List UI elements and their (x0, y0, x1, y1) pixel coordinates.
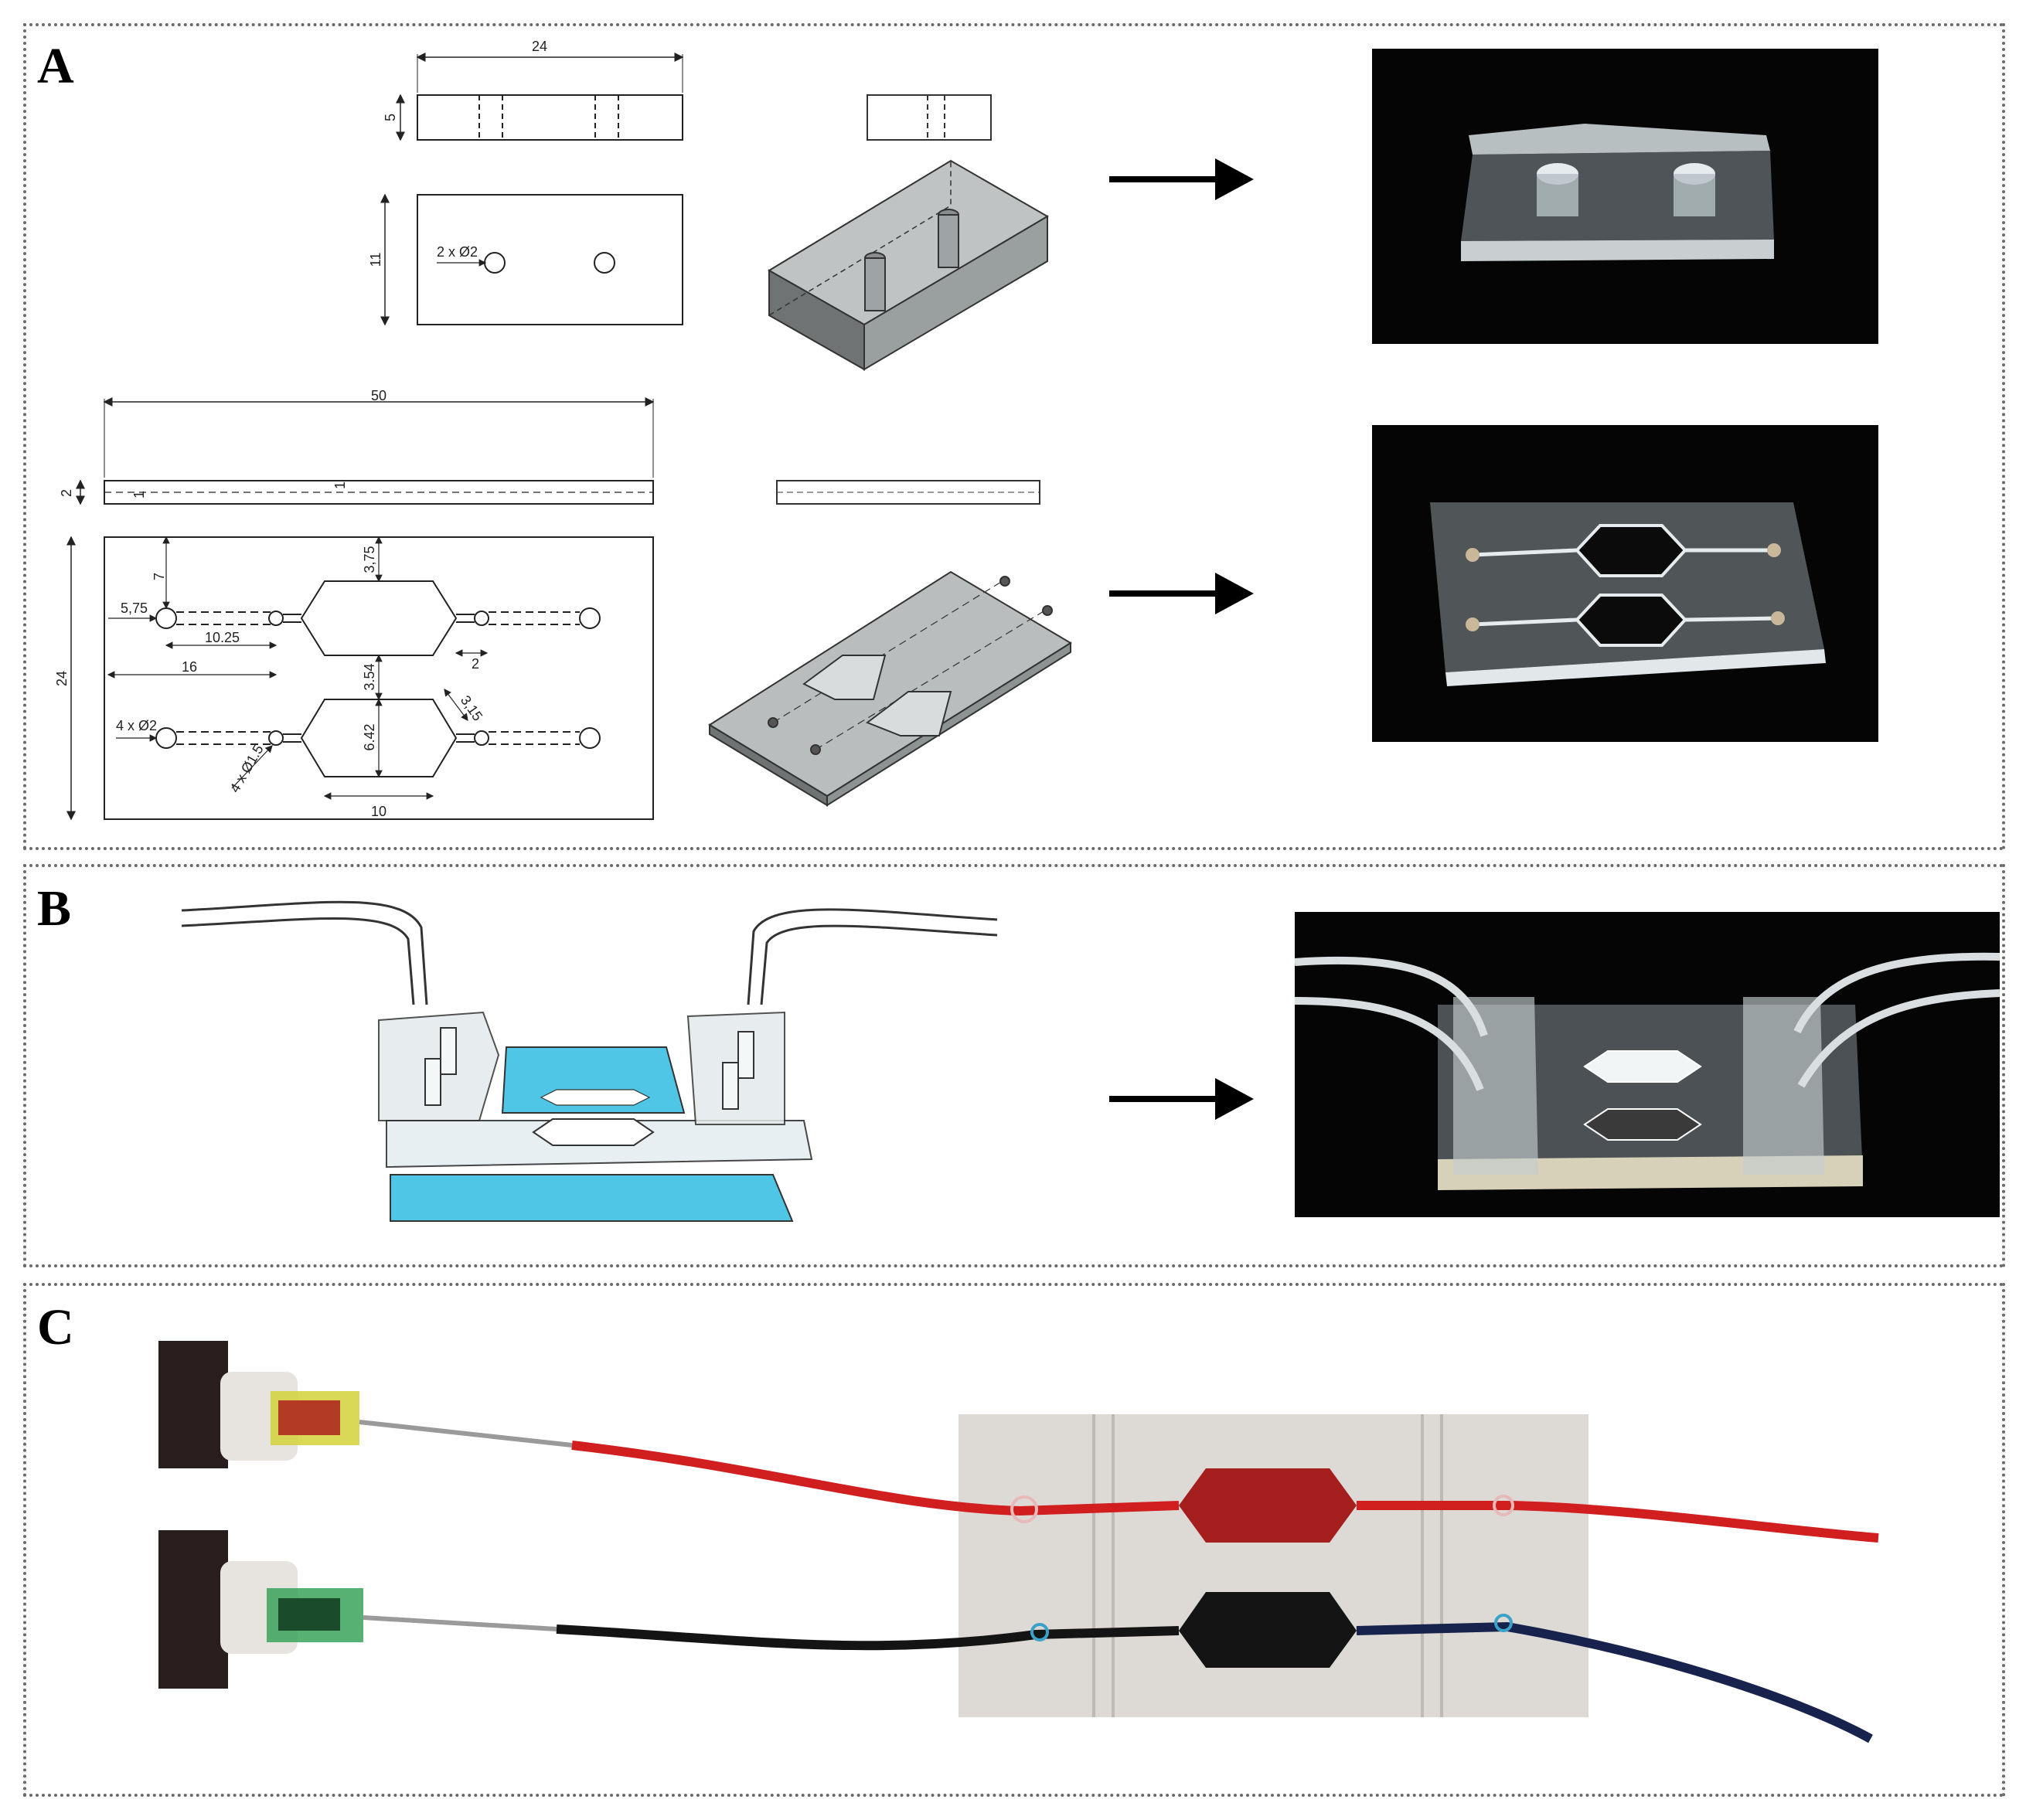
chip-3d-model (708, 480, 1072, 807)
dim-chamber-length: 10 (371, 804, 386, 819)
dim-channel-depth-2: 1 (332, 481, 348, 489)
chamber-outline-top (300, 580, 458, 656)
chip-drawing (66, 397, 655, 821)
connector-photo (1372, 49, 1878, 344)
panel-c-label: C (37, 1299, 74, 1356)
assembled-device-photo (1294, 912, 2000, 1217)
chamber-outline-bottom (300, 699, 458, 777)
dim-chip-length: 50 (371, 388, 386, 403)
dim-neck: 2 (472, 656, 479, 672)
assembly-exploded-view (181, 900, 998, 1222)
arrow-right-icon (1109, 1078, 1254, 1120)
dim-offset-16: 16 (182, 659, 197, 675)
arrow-right-icon (1109, 573, 1254, 614)
bottom-membrane (390, 1174, 794, 1222)
connector-top-view (417, 194, 683, 325)
dim-chamber-spacing: 3.54 (362, 663, 377, 690)
dim-inlet-holes: 4 x Ø2 (116, 718, 157, 733)
dim-channel-holes: 4 x Ø1.5 (226, 742, 266, 795)
chip-photo (1372, 425, 1878, 742)
dim-chamber-gap: 3,75 (362, 546, 377, 573)
connector-side-view (417, 94, 683, 141)
arrow-right-icon (1109, 158, 1254, 200)
panel-a-label: A (37, 38, 74, 94)
dim-connector-width: 24 (532, 39, 547, 54)
perfusion-photo (158, 1341, 1879, 1743)
black-chamber (1179, 1592, 1357, 1668)
dim-chip-thickness: 2 (59, 489, 74, 497)
dim-offset-575: 5,75 (121, 600, 148, 616)
panel-c (23, 1283, 2005, 1797)
dim-offset-1025: 10.25 (205, 630, 240, 645)
panel-b-label: B (37, 880, 72, 937)
dim-connector-holes: 2 x Ø2 (437, 244, 478, 260)
connector-3d-model (768, 94, 1049, 371)
dim-connector-depth: 11 (368, 253, 383, 267)
dim-channel-depth: 1 (131, 491, 147, 498)
dim-chamber-height: 6.42 (362, 723, 377, 750)
dim-chamber-side: 3,15 (458, 692, 485, 723)
red-chamber (1179, 1468, 1357, 1543)
panel-a (23, 23, 2005, 850)
dim-chip-width: 24 (54, 671, 70, 686)
dim-connector-height: 5 (383, 114, 398, 121)
dim-offset-7: 7 (152, 573, 167, 580)
panel-b (23, 864, 2005, 1267)
connector-drawing (380, 53, 684, 326)
